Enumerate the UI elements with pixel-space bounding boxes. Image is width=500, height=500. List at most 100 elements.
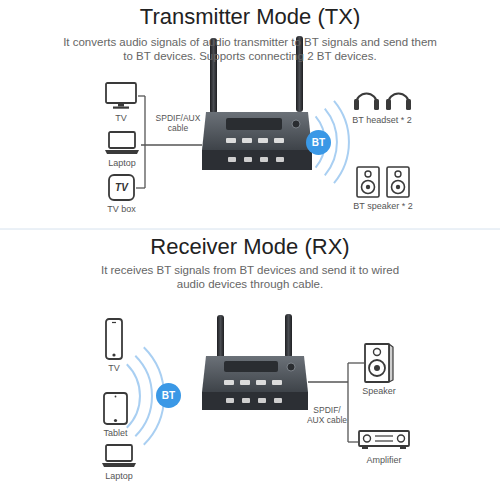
cable-label: SPDIF/ AUX cable xyxy=(305,405,349,425)
mode-band: Transmitter Mode (TX) It converts audio s… xyxy=(0,0,500,228)
cabinet xyxy=(387,167,409,197)
device-front xyxy=(202,150,312,170)
signal-wave xyxy=(127,364,140,428)
amplifier-icon: Amplifier xyxy=(358,430,410,452)
antenna xyxy=(217,315,224,359)
speaker-icon-shape xyxy=(364,343,394,383)
laptop-icon-shape xyxy=(101,444,137,468)
device-caption: Amplifier xyxy=(366,455,401,465)
tv-icon-shape xyxy=(105,82,137,110)
headset-icon: BT headset * 2 xyxy=(353,84,411,112)
cable-label: SPDIF/AUX cable xyxy=(151,113,205,133)
screen-outline xyxy=(106,445,132,461)
antenna xyxy=(285,314,292,358)
icon-text: BT xyxy=(306,130,331,155)
device-button xyxy=(240,380,250,385)
section-heading: Transmitter Mode (TX) xyxy=(0,4,500,30)
ear-cup xyxy=(406,99,411,110)
amp-body xyxy=(359,431,409,446)
keyboard-base xyxy=(105,150,139,154)
ear-cup xyxy=(374,99,379,110)
speaker-slot xyxy=(112,322,116,323)
rx-wires xyxy=(308,363,364,442)
foot xyxy=(362,446,368,449)
panel-line xyxy=(375,440,393,441)
home-button xyxy=(114,419,117,422)
screen-outline xyxy=(109,132,135,148)
antenna xyxy=(210,38,217,114)
section-divider xyxy=(0,229,500,230)
device-display xyxy=(226,118,282,130)
amplifier-icon-shape xyxy=(358,430,410,452)
keyboard-base xyxy=(102,463,136,467)
device-button xyxy=(256,380,266,385)
cabinet xyxy=(357,167,379,197)
phone-icon-shape xyxy=(105,318,123,360)
headband xyxy=(356,94,377,105)
tweeter xyxy=(365,171,371,177)
device-caption: Laptop xyxy=(108,158,136,168)
device-button xyxy=(244,157,252,162)
device-caption: BT headset * 2 xyxy=(352,115,411,125)
knob xyxy=(398,435,405,442)
device-button xyxy=(224,380,234,385)
woofer xyxy=(392,181,405,194)
woofer-cap xyxy=(374,365,380,371)
laptop-icon: Laptop xyxy=(101,444,137,468)
cable-wire xyxy=(136,187,145,188)
bt-circle xyxy=(306,130,331,155)
headset-icon-shape xyxy=(353,84,411,112)
device-button xyxy=(226,138,236,143)
device-logo xyxy=(292,120,300,128)
laptop-icon: Laptop xyxy=(104,131,140,155)
device-logo xyxy=(287,363,295,371)
stand-base xyxy=(113,107,129,109)
section-description: It receives BT signals from BT devices a… xyxy=(100,264,400,291)
section-heading: Receiver Mode (RX) xyxy=(0,234,500,260)
device-caption: Speaker xyxy=(362,386,396,396)
section-description: It converts audio signals of audio trans… xyxy=(62,36,438,63)
tweeter xyxy=(395,171,401,177)
rx-transceiver-device xyxy=(202,314,308,410)
tx-wires xyxy=(136,96,202,188)
phone-icon: TV xyxy=(105,318,123,360)
mode-band: Receiver Mode (RX) It receives BT signals… xyxy=(0,230,500,500)
cabinet xyxy=(365,344,389,382)
device-button xyxy=(272,380,282,385)
device-top xyxy=(202,112,312,150)
tweeter xyxy=(374,349,381,356)
device-caption: BT speaker * 2 xyxy=(353,201,412,211)
device-button xyxy=(274,398,282,403)
device-button xyxy=(258,398,266,403)
device-button xyxy=(226,398,234,403)
cable-wire xyxy=(138,95,145,96)
device-button xyxy=(276,157,284,162)
woofer-cap xyxy=(366,185,370,189)
woofer-cap xyxy=(396,185,400,189)
device-button xyxy=(258,138,268,143)
device-button xyxy=(260,157,268,162)
bt-badge: BT xyxy=(306,130,331,155)
camera xyxy=(115,396,117,398)
panel-line xyxy=(375,435,393,436)
device-caption: Tablet xyxy=(103,428,127,438)
home-button xyxy=(112,353,115,356)
foot xyxy=(400,446,406,449)
signal-wave xyxy=(135,356,152,437)
speaker-pair-icon: BT speaker * 2 xyxy=(356,166,410,198)
bt-badge: BT xyxy=(156,383,181,408)
tv-icon: TV xyxy=(105,82,137,110)
device-caption: Laptop xyxy=(105,471,133,481)
device-display xyxy=(224,361,278,372)
device-button xyxy=(242,138,252,143)
device-caption: TV box xyxy=(107,204,136,214)
bt-circle xyxy=(156,383,181,408)
ear-cup xyxy=(386,99,391,110)
icon-text: TV xyxy=(108,174,135,201)
cable-wire xyxy=(348,362,364,363)
icon-text: BT xyxy=(156,383,181,408)
screen-outline xyxy=(106,83,136,103)
cable-wire xyxy=(308,381,348,382)
woofer xyxy=(362,181,375,194)
